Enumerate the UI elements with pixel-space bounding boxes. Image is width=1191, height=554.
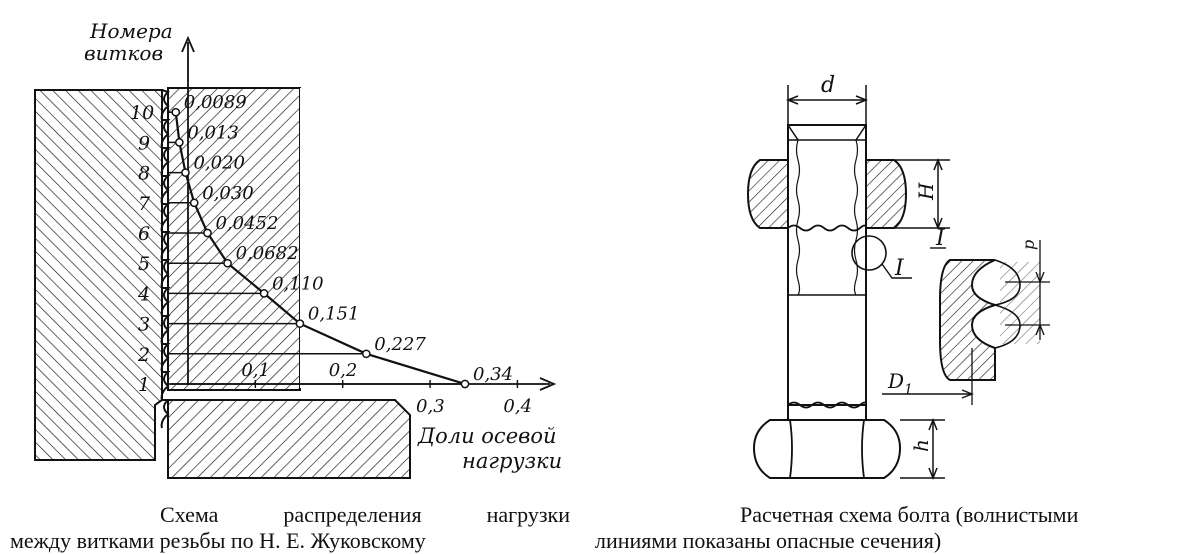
load-point-6 (203, 228, 212, 238)
bolt-section (167, 87, 301, 391)
load-points (171, 107, 470, 389)
detail-circle (851, 235, 887, 271)
dim-H-label: H (914, 182, 938, 201)
x-tick-3: 0,3 (416, 396, 445, 417)
nut-left-section (746, 159, 789, 229)
load-share-label-6: 0,0452 (215, 213, 278, 234)
load-point-9 (175, 138, 184, 147)
right-figure-caption: Расчетная схема болта (волнистыми линиям… (595, 502, 1185, 554)
caption-line-2: между витками резьбы по Н. Е. Жуковскому (10, 528, 426, 553)
turn-number-6: 6 (138, 223, 150, 245)
bolt-shank (787, 124, 867, 406)
load-point-3 (295, 319, 305, 328)
turn-number-5: 5 (138, 253, 150, 275)
bolt-calculation-figure: d H I h I (600, 0, 1191, 553)
load-point-8 (181, 168, 190, 177)
y-axis-title-line2: витков (84, 41, 163, 65)
bearing-part-section (167, 399, 411, 479)
dangerous-section-lower (787, 401, 867, 409)
x-axis-arrow (539, 377, 557, 391)
dangerous-section-upper (787, 224, 867, 232)
turn-number-4: 4 (137, 283, 150, 305)
bolt-head (752, 419, 902, 479)
x-tick-1: 0,1 (241, 360, 270, 381)
turn-number-10: 10 (130, 102, 154, 124)
x-tick-labels: 0,1 0,2 0,3 0,4 (241, 360, 532, 417)
y-axis-title-line1: Номера (89, 19, 173, 43)
load-share-label-1: 0,34 (473, 364, 513, 385)
caption-word-3: нагрузки (486, 502, 570, 527)
dim-d-label: d (821, 73, 835, 98)
load-share-label-3: 0,151 (308, 304, 360, 325)
left-figure-caption: Схема распределения нагрузки между витка… (10, 502, 570, 554)
bolt-thread-lines (795, 139, 859, 296)
y-axis-arrow (181, 35, 195, 53)
detail-zoom-label: I (935, 226, 946, 251)
caption-line-1: Расчетная схема болта (волнистыми (740, 502, 1079, 527)
turn-number-7: 7 (138, 193, 151, 215)
load-point-4 (259, 289, 269, 298)
thread-profile (160, 89, 171, 429)
turn-number-9: 9 (138, 132, 150, 154)
load-share-label-7: 0,030 (202, 183, 254, 204)
dim-h-label: h (909, 439, 933, 452)
caption-word-1: Схема (160, 502, 219, 527)
load-share-label-5: 0,0682 (236, 243, 299, 264)
x-axis-title-line2: нагрузки (462, 449, 562, 473)
turn-number-1: 1 (138, 374, 150, 396)
dim-p-label: p (1019, 240, 1038, 250)
load-point-10 (171, 107, 181, 117)
turn-number-8: 8 (138, 163, 150, 185)
load-share-label-9: 0,013 (187, 122, 239, 143)
load-share-label-2: 0,227 (374, 334, 426, 355)
turn-number-2: 2 (137, 344, 150, 366)
turn-number-3: 3 (138, 314, 150, 336)
load-share-label-10: 0,0089 (184, 92, 247, 113)
detail-label: I (894, 256, 905, 281)
detail-zoom-profile (939, 259, 999, 381)
x-tick-2: 0,2 (329, 360, 358, 381)
turn-number-labels: 10 9 8 7 6 5 4 3 2 1 (130, 102, 154, 396)
caption-word-2: распределения (283, 502, 422, 527)
load-share-labels: 0,0089 0,013 0,020 0,030 0,0452 0,0682 0,110 0,… (184, 92, 513, 385)
load-share-label-4: 0,110 (272, 273, 324, 294)
load-share-label-8: 0,020 (193, 153, 245, 174)
load-point-5 (223, 258, 232, 268)
load-point-7 (189, 198, 199, 208)
nut-right-section (865, 159, 908, 229)
load-point-2 (361, 349, 371, 359)
caption-line-2: линиями показаны опасные сечения) (595, 528, 942, 553)
load-point-1 (460, 379, 470, 389)
x-tick-4: 0,4 (503, 396, 532, 417)
bolt-schematic: d H I h I (746, 73, 1050, 481)
x-axis-title-line1: Доли осевой (417, 424, 557, 448)
dim-D1-label: D1 (887, 369, 913, 398)
load-curve (174, 112, 466, 386)
